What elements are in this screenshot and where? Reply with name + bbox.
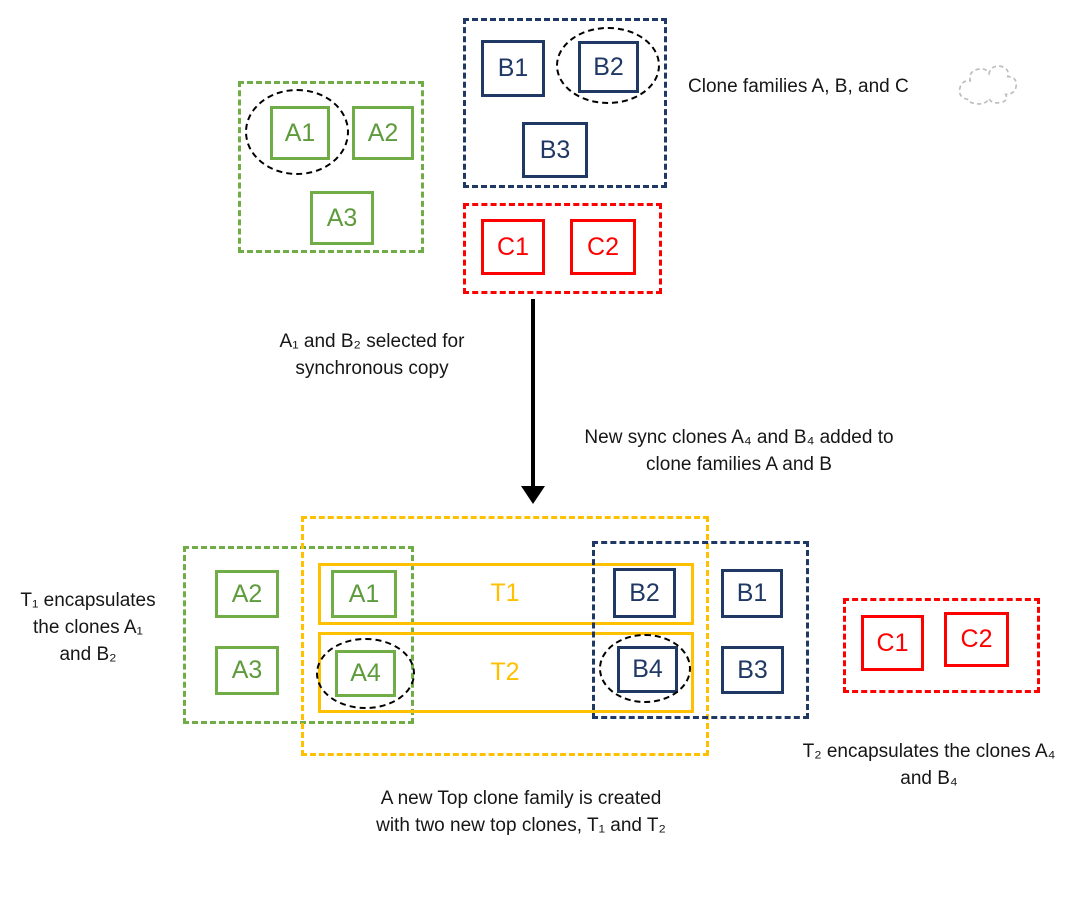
note-top-family: A new Top clone family is created with t…: [322, 785, 720, 839]
selection-ellipse-b4: [599, 634, 691, 703]
note-selected-line1: A₁ and B₂ selected for: [279, 331, 465, 352]
flow-arrow-line: [531, 299, 535, 487]
clone-box-c2-top: C2: [570, 219, 636, 275]
note-top-family-line2: with two new top clones, T₁ and T₂: [376, 815, 666, 836]
clone-box-c1-top: C1: [481, 219, 545, 275]
clone-box-a1-bottom: A1: [331, 570, 397, 618]
clone-box-a3-bottom: A3: [215, 646, 279, 695]
note-sync-added: New sync clones A₄ and B₄ added to clone…: [548, 424, 930, 478]
clone-box-b3-bottom: B3: [721, 646, 784, 694]
note-t2-encapsulates: T₂ encapsulates the clones A₄ and B₄: [772, 738, 1086, 792]
family-b-box-top: [463, 18, 667, 188]
note-t1-encapsulates-line2: the clones A₁: [33, 617, 143, 638]
clone-box-b1-top: B1: [481, 40, 545, 97]
family-c-box-bottom: [843, 598, 1040, 693]
note-sync-added-line1: New sync clones A₄ and B₄ added to: [584, 427, 894, 448]
selection-ellipse-b2: [556, 27, 660, 104]
family-top-box: [301, 516, 709, 756]
family-b-box-bottom: [592, 541, 809, 719]
note-selected-line2: synchronous copy: [295, 358, 449, 379]
selection-ellipse-a1: [245, 89, 349, 175]
clone-box-a3-top: A3: [310, 191, 374, 245]
cloud-doodle-icon: [958, 65, 1018, 105]
top-clone-t2-label: T2: [490, 658, 520, 686]
family-c-box-top: [463, 203, 662, 294]
note-clone-families: Clone families A, B, and C: [688, 76, 909, 97]
clone-box-b2-bottom: B2: [613, 568, 676, 618]
family-a-box-top: [238, 81, 424, 253]
clone-box-c2-bottom: C2: [944, 612, 1009, 667]
clone-box-a2-bottom: A2: [215, 570, 279, 618]
clone-box-b3-top: B3: [522, 122, 588, 178]
family-a-box-bottom: [183, 546, 414, 724]
note-t1-encapsulates-line1: T₁ encapsulates: [20, 590, 156, 611]
note-t1-encapsulates-line3: and B₂: [59, 644, 117, 665]
top-clone-t1-label: T1: [490, 579, 520, 607]
clone-box-a2-top: A2: [352, 106, 414, 160]
top-clone-t1-rect: [318, 563, 694, 625]
note-top-family-line1: A new Top clone family is created: [380, 788, 662, 809]
clone-box-b1-bottom: B1: [721, 569, 783, 618]
selection-ellipse-a4: [316, 638, 415, 709]
note-t2-encapsulates-line2: and B₄: [900, 768, 958, 789]
clone-box-c1-bottom: C1: [861, 615, 924, 671]
note-t1-encapsulates: T₁ encapsulates the clones A₁ and B₂: [2, 587, 174, 668]
arrow-head-icon: [521, 486, 545, 504]
note-t2-encapsulates-line1: T₂ encapsulates the clones A₄: [802, 741, 1056, 762]
note-sync-added-line2: clone families A and B: [646, 454, 832, 475]
note-selected: A₁ and B₂ selected for synchronous copy: [256, 328, 488, 382]
